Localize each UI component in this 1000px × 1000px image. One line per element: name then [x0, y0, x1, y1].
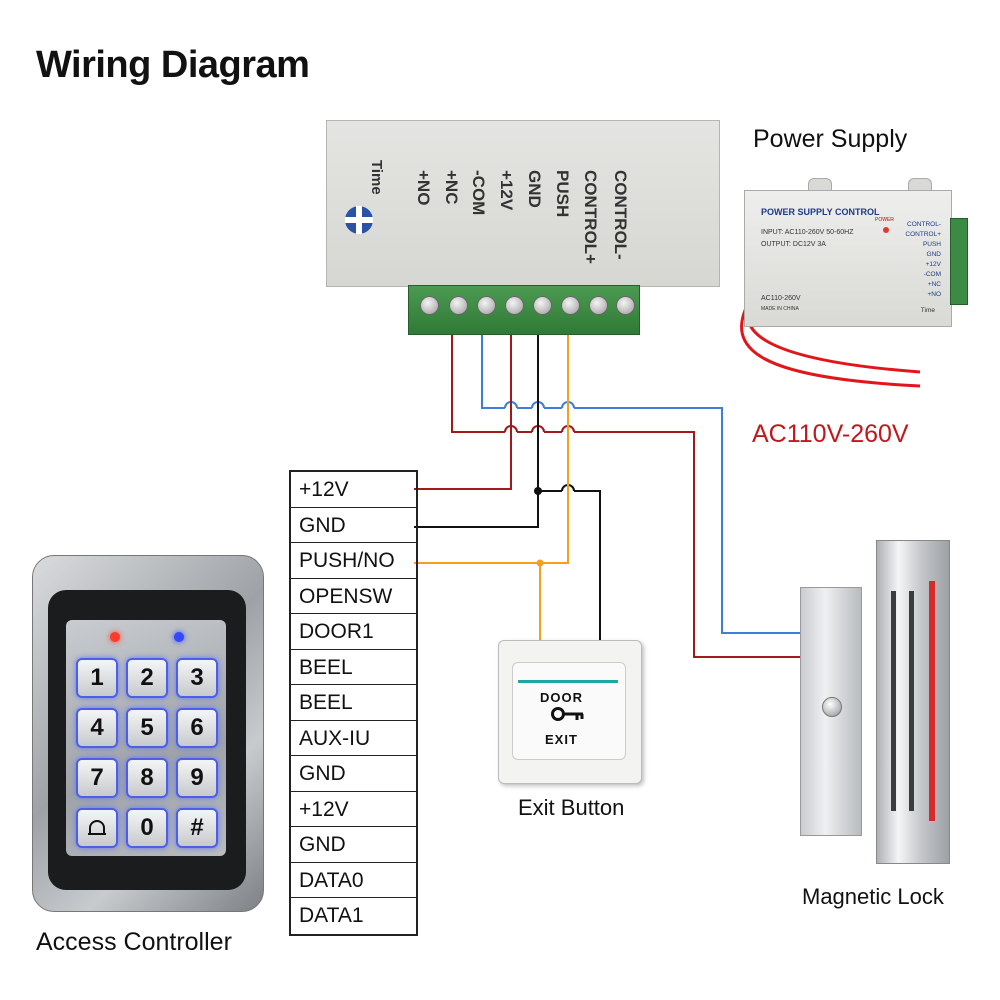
terminal-label-no: +NO [414, 170, 433, 206]
power-supply-unit: POWER SUPPLY CONTROL INPUT: AC110-260V 5… [744, 190, 952, 327]
ps-power-label: POWER [875, 217, 894, 223]
ps-time-label: Time [920, 307, 935, 314]
ps-terminal-block [950, 218, 968, 305]
ps-term-label: +NC [927, 281, 941, 288]
screw-icon[interactable] [505, 296, 524, 315]
screw-icon[interactable] [533, 296, 552, 315]
wire-mains-2 [740, 299, 921, 388]
ps-term-label: CONTROL+ [905, 231, 941, 238]
terminal-row: GND [291, 756, 416, 792]
junction-dot-orange [536, 559, 544, 567]
lock-wire [929, 581, 935, 821]
ps-term-label: -COM [923, 271, 941, 278]
key-4[interactable]: 4 [76, 708, 118, 748]
lock-groove [909, 591, 914, 811]
magnetic-lock-caption: Magnetic Lock [802, 884, 944, 909]
ps-term-label: +12V [925, 261, 941, 268]
lock-groove [891, 591, 896, 811]
page-title: Wiring Diagram [36, 44, 310, 86]
wire-blue-cont [517, 407, 800, 634]
key-2[interactable]: 2 [126, 658, 168, 698]
key-7[interactable]: 7 [76, 758, 118, 798]
key-3[interactable]: 3 [176, 658, 218, 698]
wire-orange-push [414, 332, 569, 564]
screw-icon[interactable] [616, 296, 635, 315]
terminal-row: AUX-IU [291, 721, 416, 756]
ps-term-label: PUSH [922, 241, 941, 248]
key-1[interactable]: 1 [76, 658, 118, 698]
exit-exit-text: EXIT [545, 732, 578, 747]
terminal-row: +12V [291, 472, 416, 508]
terminal-row: DATA1 [299, 904, 364, 927]
key-0[interactable]: 0 [126, 808, 168, 848]
keypad-panel: 1 2 3 4 5 6 7 8 9 0 # [66, 620, 226, 856]
controller-terminal-table: +12V GND PUSH/NO OPENSW DOOR1 BEEL BEEL … [289, 470, 418, 936]
ps-title: POWER SUPPLY CONTROL [761, 207, 880, 217]
terminal-row: BEEL [291, 685, 416, 721]
red-led-icon [110, 632, 120, 642]
terminal-row: DOOR1 [291, 614, 416, 650]
ps-ac-label: AC110-260V [761, 295, 801, 302]
screw-icon[interactable] [589, 296, 608, 315]
screw-icon [822, 697, 842, 717]
key-6[interactable]: 6 [176, 708, 218, 748]
wire-red-no-cont [517, 431, 800, 658]
terminal-label-control-plus: CONTROL+ [581, 170, 600, 264]
junction-dot [534, 487, 542, 495]
terminal-row: PUSH/NO [291, 543, 416, 579]
ps-term-label: +NO [927, 291, 941, 298]
exit-button-strip [518, 680, 618, 683]
power-supply-caption: Power Supply [753, 125, 908, 153]
ac-input-caption: AC110V-260V [752, 420, 909, 448]
terminal-label-com: -COM [469, 170, 488, 216]
terminal-label-gnd: GND [525, 170, 544, 208]
ps-input: INPUT: AC110-260V 50-60HZ [761, 229, 854, 236]
key-8[interactable]: 8 [126, 758, 168, 798]
power-led [883, 227, 889, 233]
access-controller-caption: Access Controller [36, 928, 232, 956]
ps-made-in: MADE IN CHINA [761, 306, 799, 312]
terminal-row: OPENSW [291, 579, 416, 614]
wire-black-gnd [414, 332, 539, 528]
ps-output: OUTPUT: DC12V 3A [761, 241, 826, 248]
ps-term-label: CONTROL- [907, 221, 941, 228]
screw-icon[interactable] [420, 296, 439, 315]
time-knob-slot-h [345, 217, 373, 223]
key-5[interactable]: 5 [126, 708, 168, 748]
bell-key[interactable] [76, 808, 118, 848]
terminal-row: GND [291, 827, 416, 863]
time-label: Time [368, 160, 385, 195]
bell-icon [88, 820, 106, 835]
wire-red-12v [414, 332, 512, 490]
magnetic-lock-body [876, 540, 950, 864]
terminal-row: BEEL [291, 650, 416, 685]
terminal-label-nc: +NC [442, 170, 461, 205]
terminal-row: +12V [291, 792, 416, 827]
exit-button-caption: Exit Button [518, 795, 625, 820]
wire-blue-com [481, 332, 505, 409]
screw-icon[interactable] [561, 296, 580, 315]
wire-red-no [451, 332, 505, 433]
blue-led-icon [174, 632, 184, 642]
terminal-block [408, 285, 640, 335]
screw-icon[interactable] [449, 296, 468, 315]
ps-term-label: GND [926, 251, 941, 258]
terminal-label-12v: +12V [497, 170, 516, 211]
screw-icon[interactable] [477, 296, 496, 315]
key-9[interactable]: 9 [176, 758, 218, 798]
key-icon [551, 706, 585, 727]
key-hash[interactable]: # [176, 808, 218, 848]
terminal-label-push: PUSH [553, 170, 572, 218]
terminal-row: DATA0 [291, 863, 416, 898]
relay-module [326, 120, 720, 287]
terminal-row: GND [291, 508, 416, 543]
exit-button-face[interactable] [512, 662, 626, 760]
exit-door-text: DOOR [540, 690, 583, 705]
terminal-label-control-minus: CONTROL- [611, 170, 630, 260]
